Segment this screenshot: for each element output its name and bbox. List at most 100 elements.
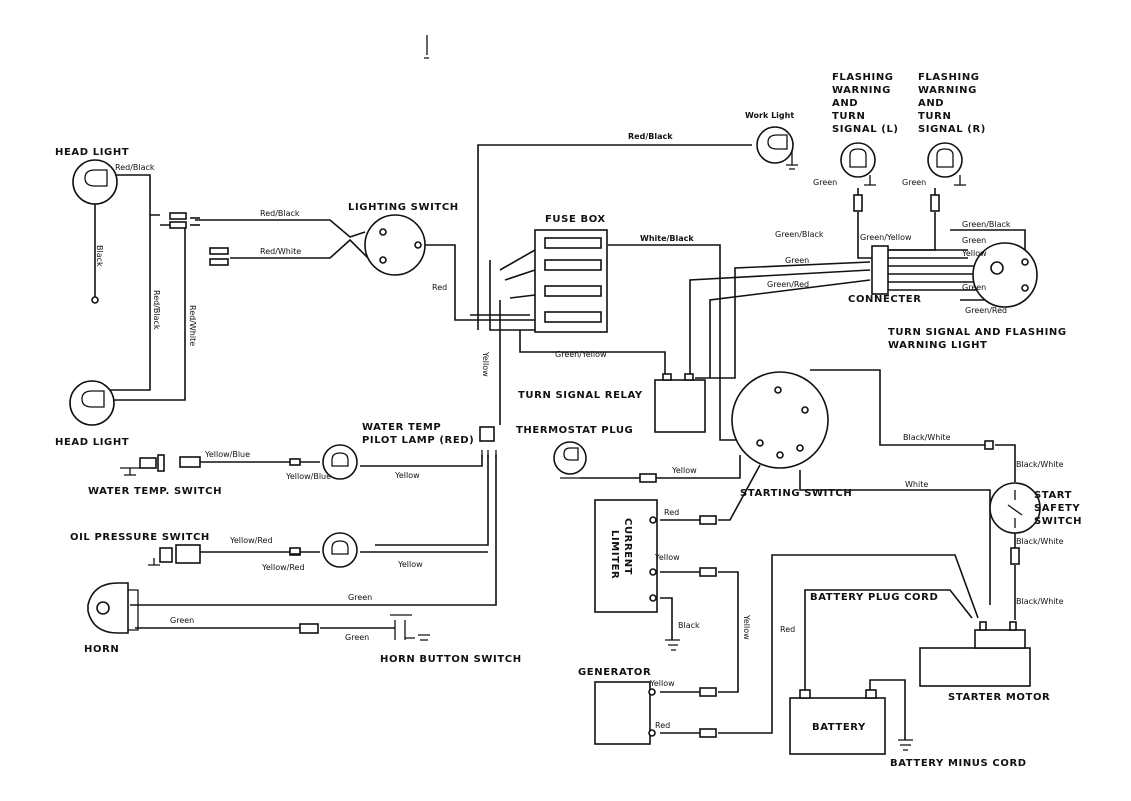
- wire-label: Black/White: [1016, 597, 1064, 606]
- wire-label: Red: [655, 721, 670, 730]
- flashing-right-label-4: TURN: [918, 111, 951, 122]
- water-temp-switch: [120, 454, 201, 476]
- wire-label: Yellow: [649, 679, 675, 688]
- flashing-lamp-left: [840, 142, 876, 212]
- battery: [789, 689, 913, 755]
- oil-pressure-switch-label: OIL PRESSURE SWITCH: [70, 532, 210, 543]
- wire-label: Yellow: [481, 351, 490, 377]
- current-limiter-label-2: LIMITER: [609, 530, 620, 579]
- head-light-bottom-label: HEAD LIGHT: [55, 437, 129, 448]
- fuse-box: [534, 229, 608, 333]
- wire-label: Yellow: [742, 614, 751, 640]
- wire-label: Red: [780, 625, 795, 634]
- wire-label: Green/Black: [962, 220, 1011, 229]
- turn-signal-relay-label: TURN SIGNAL RELAY: [518, 390, 643, 401]
- wire-label: Green: [962, 236, 986, 245]
- wire-label: Green: [345, 633, 369, 642]
- headlight-connectors: [169, 212, 229, 266]
- head-light-bottom: [69, 380, 115, 426]
- current-limiter-label-1: CURRENT: [622, 518, 633, 575]
- scan-mark: [424, 35, 429, 59]
- flashing-right-label-1: FLASHING: [918, 72, 980, 83]
- flashing-left-label-2: WARNING: [832, 85, 891, 96]
- work-light-label: Work Light: [745, 111, 794, 120]
- battery-plug-cord-label: BATTERY PLUG CORD: [810, 592, 938, 603]
- wire-label: Red/Black: [260, 209, 300, 218]
- start-safety-label-1: START: [1034, 490, 1072, 501]
- water-temp-pilot-lamp: [479, 426, 497, 458]
- battery-minus-cord-label: BATTERY MINUS CORD: [890, 758, 1027, 769]
- start-safety-switch: [989, 482, 1041, 565]
- water-temp-pilot-label-1: WATER TEMP: [362, 422, 441, 433]
- wire-label: Black/White: [1016, 460, 1064, 469]
- starter-motor-label: STARTER MOTOR: [948, 692, 1050, 703]
- wire-label: White: [905, 480, 928, 489]
- start-safety-label-3: SWITCH: [1034, 516, 1082, 527]
- wire-label: Black/White: [903, 433, 951, 442]
- flashing-left-label-5: SIGNAL (L): [832, 124, 899, 135]
- turn-signal-light-label-2: WARNING LIGHT: [888, 340, 987, 351]
- wire-label: Black/White: [1016, 537, 1064, 546]
- flashing-lamp-right: [927, 142, 966, 212]
- flashing-right-label-3: AND: [918, 98, 944, 109]
- wire-label: Yellow: [394, 471, 420, 480]
- work-light: [756, 126, 798, 170]
- oil-pressure-switch: [148, 544, 201, 566]
- current-limiter: [594, 499, 680, 651]
- wire-label: Green: [902, 178, 926, 187]
- water-temp-lamp: [289, 444, 358, 480]
- wire-label: Black: [95, 245, 104, 267]
- wire-label: Yellow/Blue: [285, 472, 331, 481]
- generator-label: GENERATOR: [578, 667, 651, 678]
- thermostat-plug-label: THERMOSTAT PLUG: [516, 425, 633, 436]
- wire-label: Green/Yellow: [555, 350, 607, 359]
- wire-label: Red: [432, 283, 447, 292]
- thermostat-plug: [553, 441, 587, 479]
- lighting-switch-label: LIGHTING SWITCH: [348, 202, 459, 213]
- start-safety-label-2: SAFETY: [1034, 503, 1080, 514]
- flashing-left-label-1: FLASHING: [832, 72, 894, 83]
- wire-label: Green/Black: [775, 230, 824, 239]
- wire-label: Red/Black: [628, 132, 673, 141]
- head-light-top: [72, 159, 118, 304]
- wire-label: Yellow/Red: [261, 563, 305, 572]
- wire-label: Red/White: [188, 305, 197, 346]
- wire-label: Green/Yellow: [860, 233, 912, 242]
- wire-label: Green/Red: [767, 280, 809, 289]
- connecter-label: CONNECTER: [848, 294, 922, 305]
- flashing-left-label-3: AND: [832, 98, 858, 109]
- water-temp-switch-label: WATER TEMP. SWITCH: [88, 486, 222, 497]
- wire-label: Red/White: [260, 247, 301, 256]
- turn-signal-relay: [654, 373, 706, 433]
- starter-motor: [919, 621, 1031, 687]
- wire-label: Green: [962, 283, 986, 292]
- flashing-right-label-5: SIGNAL (R): [918, 124, 986, 135]
- wire-label: Green: [785, 256, 809, 265]
- turn-signal-light: [972, 242, 1038, 308]
- wire-label: White/Black: [640, 234, 694, 243]
- lighting-switch: [364, 214, 426, 276]
- inline-connectors: [289, 440, 994, 555]
- wire-label: Yellow: [654, 553, 680, 562]
- wire-label: Yellow: [961, 249, 987, 258]
- wire-label: Yellow: [671, 466, 697, 475]
- starting-switch-label: STARTING SWITCH: [740, 488, 852, 499]
- horn-button-switch: [299, 614, 430, 641]
- flashing-left-label-4: TURN: [832, 111, 865, 122]
- wire-label: Green: [813, 178, 837, 187]
- wire-label: Yellow: [397, 560, 423, 569]
- wire-label: Yellow/Red: [229, 536, 273, 545]
- wire-label: Green/Red: [965, 306, 1007, 315]
- fuse-box-label: FUSE BOX: [545, 214, 606, 225]
- horn-button-switch-label: HORN BUTTON SWITCH: [380, 654, 522, 665]
- head-light-top-label: HEAD LIGHT: [55, 147, 129, 158]
- turn-signal-light-label-1: TURN SIGNAL AND FLASHING: [888, 327, 1067, 338]
- starting-switch: [731, 371, 829, 469]
- battery-label: BATTERY: [812, 722, 866, 733]
- wire-label: Red/Black: [152, 290, 161, 330]
- wire-label: Red: [664, 508, 679, 517]
- water-temp-pilot-label-2: PILOT LAMP (RED): [362, 435, 474, 446]
- flashing-right-label-2: WARNING: [918, 85, 977, 96]
- wire-label: Red/Black: [115, 163, 155, 172]
